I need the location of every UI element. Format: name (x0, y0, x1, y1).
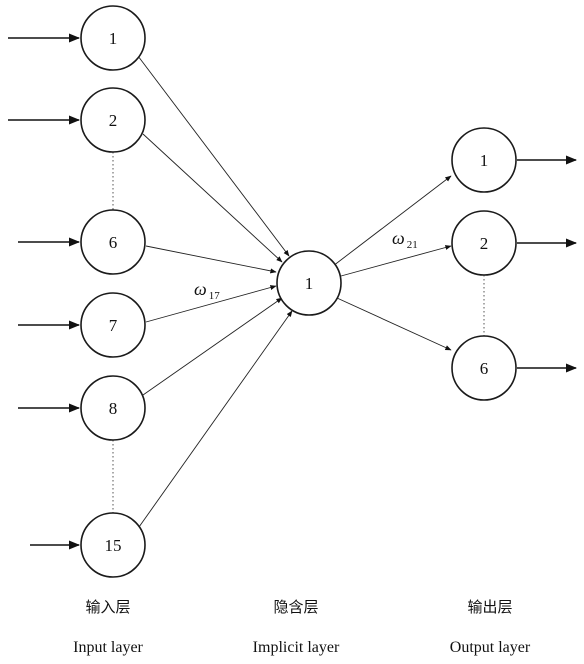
input-node-6-label: 6 (109, 233, 118, 252)
output-node-2: 2 (451, 210, 517, 276)
input-node-15: 15 (80, 512, 146, 578)
weight-w21-subscript: 21 (407, 239, 418, 251)
connection-7-to-hidden (145, 285, 277, 323)
connection-6-to-hidden (145, 245, 277, 274)
input-node-1-label: 1 (109, 29, 118, 48)
input-layer-label-cn: 输入层 (85, 598, 130, 616)
connection-hidden-to-out-2 (340, 245, 452, 277)
input-node-2: 2 (80, 87, 146, 153)
hidden-node-1-label: 1 (305, 274, 314, 293)
input-node-7: 7 (80, 292, 146, 358)
input-node-8-label: 8 (109, 399, 118, 418)
ellipsis-lines (112, 152, 485, 513)
connection-2-to-hidden (142, 133, 283, 263)
input-node-1: 1 (80, 5, 146, 71)
input-node-15-label: 15 (105, 536, 122, 555)
input-arrows (8, 33, 81, 550)
output-node-6-label: 6 (480, 359, 489, 378)
connection-8-to-hidden (142, 297, 283, 396)
input-node-2-label: 2 (109, 111, 118, 130)
input-node-6: 6 (80, 209, 146, 275)
output-layer-label-en: Output layer (450, 639, 531, 656)
weight-w21-symbol: ω (392, 228, 405, 248)
connection-hidden-to-out-6 (336, 297, 452, 351)
weight-w17-symbol: ω (194, 279, 207, 299)
input-hidden-connections (137, 55, 293, 528)
weight-w17-subscript: 17 (209, 290, 221, 302)
hidden-layer-label-cn: 隐含层 (273, 598, 318, 616)
connection-15-to-hidden (138, 310, 293, 528)
hidden-output-connections (332, 175, 452, 351)
input-layer-label-en: Input layer (73, 639, 143, 656)
connection-1-to-hidden (137, 55, 290, 257)
connection-hidden-to-out-1 (332, 175, 452, 267)
output-layer-label-cn: 输出层 (467, 598, 512, 616)
input-node-7-label: 7 (109, 316, 118, 335)
output-node-1: 1 (451, 127, 517, 193)
hidden-node-1: 1 (276, 250, 342, 316)
output-node-2-label: 2 (480, 234, 489, 253)
input-node-8: 8 (80, 375, 146, 441)
output-arrows (517, 155, 578, 373)
hidden-layer-label-en: Implicit layer (253, 639, 340, 656)
output-node-6: 6 (451, 335, 517, 401)
output-node-1-label: 1 (480, 151, 489, 170)
